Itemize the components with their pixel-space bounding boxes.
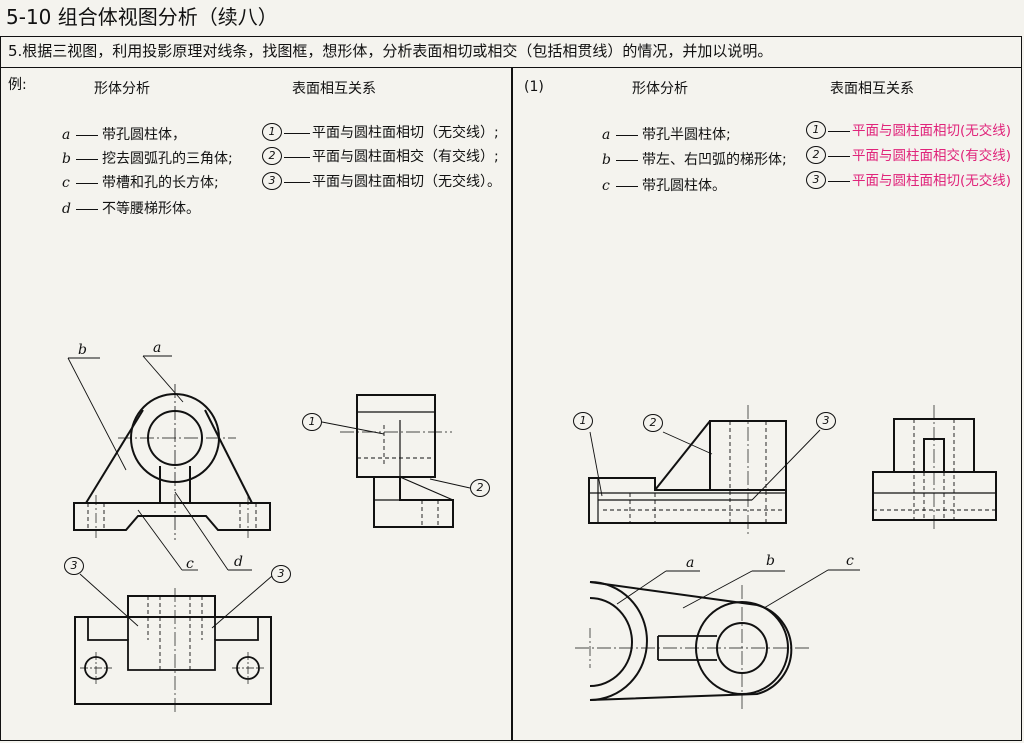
callout-number: 3 [271,565,291,583]
left-top-view [74,573,273,712]
shape-letter: b [62,151,71,167]
shape-letter: c [602,178,610,194]
panel-divider [511,68,513,741]
page-header: 5-10 组合体视图分析（续八） [0,0,1024,36]
shape-letter: c [62,175,70,191]
answer-text: 平面与圆柱面相交(有交线) [852,148,1012,164]
shape-letter: a [62,127,71,143]
drawing-label: c [186,556,194,572]
left-side-view [321,394,471,528]
shape-description: 挖去圆弧孔的三角体; [102,151,233,167]
page-title: 5-10 组合体视图分析（续八） [6,5,278,29]
leader-line [616,135,638,136]
left-shape-heading: 形体分析 [94,81,150,97]
relation-number: 3 [262,172,282,190]
shape-description: 带槽和孔的长方体; [102,175,219,191]
relation-number: 1 [806,121,826,139]
left-relation-heading: 表面相互关系 [292,81,376,97]
drawing-label: b [78,342,87,358]
drawing-label: b [766,553,775,569]
answer-text: 平面与圆柱面相切(无交线) [852,123,1012,139]
callout-number: 3 [64,557,84,575]
drawing-label: c [846,553,854,569]
shape-letter: b [602,152,611,168]
leader-line [284,157,310,158]
shape-description: 带孔圆柱体， [102,127,186,143]
callout-number: 2 [643,414,663,432]
callout-number: 1 [302,413,322,431]
leader-line [76,209,98,210]
example-tag: 例: [8,77,27,93]
exercise-tag: (1) [524,79,544,95]
shape-description: 带孔半圆柱体; [642,127,731,143]
drawing-label: a [153,340,162,356]
right-shape-heading: 形体分析 [632,81,688,97]
answer-text: 平面与圆柱面相切(无交线) [852,173,1012,189]
leader-line [828,156,850,157]
right-front-view [588,405,821,535]
right-top-view [575,569,860,712]
relation-description: 平面与圆柱面相交（有交线）; [312,149,499,165]
leader-line [828,131,850,132]
right-relation-heading: 表面相互关系 [830,81,914,97]
callout-number: 2 [470,479,490,497]
relation-number: 3 [806,171,826,189]
leader-line [76,135,98,136]
leader-line [76,183,98,184]
leader-line [828,181,850,182]
shape-description: 带左、右凹弧的梯形体; [642,152,787,168]
leader-line [616,186,638,187]
shape-letter: a [602,127,611,143]
instruction-text: 5.根据三视图，利用投影原理对线条，找图框，想形体，分析表面相切或相交（包括相贯… [0,36,1022,68]
relation-number: 2 [806,146,826,164]
left-front-view [67,355,271,571]
leader-line [76,159,98,160]
shape-description: 不等腰梯形体。 [102,201,200,217]
drawing-label: a [686,555,695,571]
leader-line [284,133,310,134]
leader-line [284,182,310,183]
callout-number: 1 [573,412,593,430]
leader-line [616,160,638,161]
shape-letter: d [62,201,71,217]
relation-number: 2 [262,147,282,165]
right-side-view [872,405,997,532]
relation-number: 1 [262,123,282,141]
drawing-label: d [234,554,243,570]
shape-description: 带孔圆柱体。 [642,178,726,194]
relation-description: 平面与圆柱面相切（无交线）; [312,125,499,141]
callout-number: 3 [816,412,836,430]
relation-description: 平面与圆柱面相切（无交线）。 [312,174,501,190]
